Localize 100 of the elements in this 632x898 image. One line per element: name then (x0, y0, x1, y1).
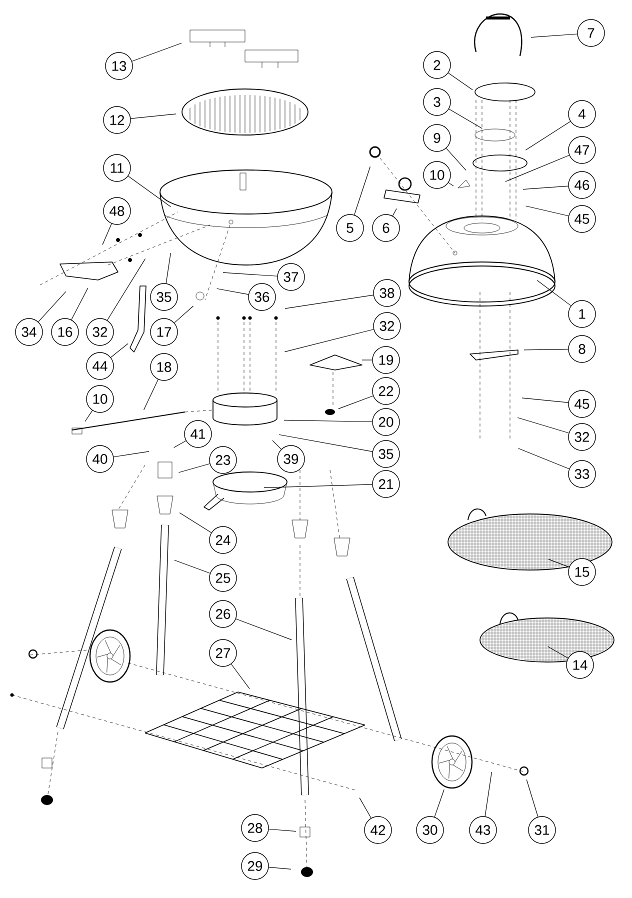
leader-line (446, 148, 466, 171)
callout-number: 39 (277, 445, 305, 473)
leader-line (448, 72, 473, 90)
callout-number: 43 (469, 816, 497, 844)
leader-line (222, 272, 278, 276)
callout-number: 4 (568, 100, 596, 128)
leader-line (359, 798, 372, 818)
callout-number: 7 (577, 19, 605, 47)
callout-number: 31 (528, 816, 556, 844)
leader-line (166, 252, 171, 284)
leader-line (518, 448, 570, 470)
callout-number: 14 (566, 651, 594, 679)
leader-line (110, 343, 128, 358)
leader-line (174, 306, 194, 324)
callout-number: 18 (150, 353, 178, 381)
leader-line (517, 417, 570, 434)
leader-line (284, 420, 372, 422)
leader-line (526, 779, 538, 818)
callout-number: 32 (373, 312, 401, 340)
leader-line (530, 34, 578, 38)
callout-number: 1 (568, 300, 596, 328)
callout-number: 25 (209, 564, 237, 592)
callout-number: 30 (416, 816, 444, 844)
callout-number: 40 (86, 445, 114, 473)
leader-line (434, 789, 444, 818)
leader-line (536, 280, 572, 306)
leader-line (526, 206, 569, 216)
callout-number: 24 (209, 526, 237, 554)
callout-number: 35 (372, 440, 400, 468)
callout-number: 12 (103, 106, 131, 134)
leader-line (113, 451, 150, 458)
callout-number: 42 (364, 816, 392, 844)
callout-number: 11 (103, 154, 131, 182)
leader-line (174, 440, 186, 448)
leader-line (216, 288, 249, 295)
callout-number: 3 (423, 88, 451, 116)
leader-line (236, 618, 292, 640)
callout-number: 2 (423, 51, 451, 79)
callout-number: 15 (568, 558, 596, 586)
leader-line (272, 440, 282, 450)
leader-line (84, 410, 93, 422)
callout-number: 13 (105, 52, 133, 80)
leader-line (174, 560, 210, 574)
leader-line (392, 208, 397, 216)
callout-number: 27 (209, 639, 237, 667)
leader-line (278, 434, 373, 452)
leader-line (144, 379, 158, 410)
leader-line (179, 512, 212, 533)
leader-line (71, 288, 88, 320)
callout-number: 28 (241, 814, 269, 842)
leader-line (354, 166, 370, 216)
callout-number: 45 (568, 205, 596, 233)
callout-number: 19 (372, 346, 400, 374)
leader-line (178, 463, 210, 473)
leader-line (264, 484, 372, 488)
callout-number: 10 (423, 161, 451, 189)
leader-line (484, 772, 492, 817)
leader-line (522, 186, 568, 190)
callout-number: 41 (184, 420, 212, 448)
leader-line (505, 154, 570, 182)
leader-line (130, 114, 176, 119)
callout-number: 21 (372, 470, 400, 498)
leader-line (524, 348, 568, 350)
leader-line (448, 182, 454, 186)
leader-line (106, 258, 146, 321)
leader-line (38, 291, 66, 322)
leader-line (268, 828, 296, 832)
leader-line (284, 294, 374, 309)
callout-number: 37 (277, 263, 305, 291)
leader-line (268, 866, 292, 870)
callout-number: 45 (568, 390, 596, 418)
leader-line (548, 558, 570, 568)
callout-number: 6 (372, 214, 400, 242)
leader-line (448, 108, 482, 129)
callout-number: 17 (150, 318, 178, 346)
callout-number: 20 (372, 408, 400, 436)
leader-line (128, 176, 171, 207)
leader-line (102, 223, 112, 245)
callout-number: 9 (423, 124, 451, 152)
leader-line (230, 664, 250, 690)
callout-number: 44 (86, 352, 114, 380)
callout-number: 47 (568, 136, 596, 164)
callout-number: 35 (150, 283, 178, 311)
callout-number: 10 (86, 385, 114, 413)
callout-number: 48 (103, 197, 131, 225)
callout-number: 38 (373, 279, 401, 307)
leader-line (284, 329, 374, 352)
callout-number: 32 (86, 318, 114, 346)
callout-number: 32 (568, 423, 596, 451)
callout-number: 29 (241, 852, 269, 880)
callout-number: 5 (336, 214, 364, 242)
callout-number: 22 (372, 377, 400, 405)
leader-line (338, 396, 374, 410)
callout-number: 36 (248, 283, 276, 311)
leader-line (548, 646, 568, 658)
callout-number: 33 (568, 460, 596, 488)
leader-line (525, 121, 571, 150)
callout-number: 16 (51, 318, 79, 346)
callout-number: 34 (15, 318, 43, 346)
callout-number: 46 (568, 171, 596, 199)
